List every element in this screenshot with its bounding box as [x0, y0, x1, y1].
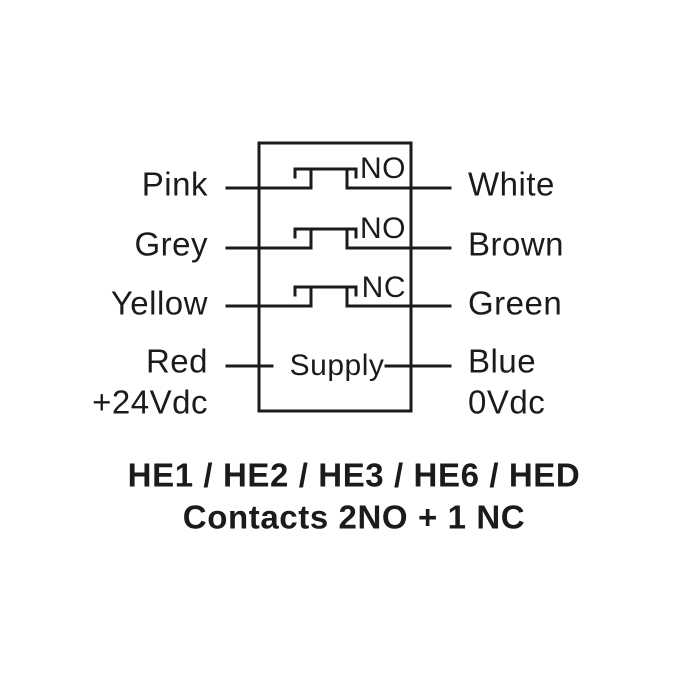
contact-row-no-1	[225, 167, 452, 190]
voltage-label-24vdc: +24Vdc	[92, 383, 208, 421]
wire-label-grey: Grey	[134, 225, 208, 263]
wire-label-blue: Blue	[468, 342, 537, 380]
contact-label-no-2: NO	[360, 212, 406, 245]
supply-label: Supply	[289, 349, 385, 382]
caption-contacts: Contacts 2NO + 1 NC	[182, 498, 526, 536]
contact-row-nc	[225, 285, 452, 308]
wire-label-red: Red	[145, 342, 208, 380]
caption-models: HE1 / HE2 / HE3 / HE6 / HED	[127, 456, 581, 494]
connector-box	[257, 141, 413, 413]
wire-label-brown: Brown	[468, 225, 565, 263]
wire-label-pink: Pink	[141, 165, 208, 203]
voltage-label-0vdc: 0Vdc	[468, 383, 546, 421]
contact-label-no-1: NO	[360, 152, 406, 185]
wire-label-white: White	[468, 165, 555, 203]
wire-label-yellow: Yellow	[110, 284, 208, 322]
contact-label-nc: NC	[361, 271, 406, 304]
contact-row-no-2	[225, 227, 452, 250]
wire-label-green: Green	[468, 284, 563, 322]
